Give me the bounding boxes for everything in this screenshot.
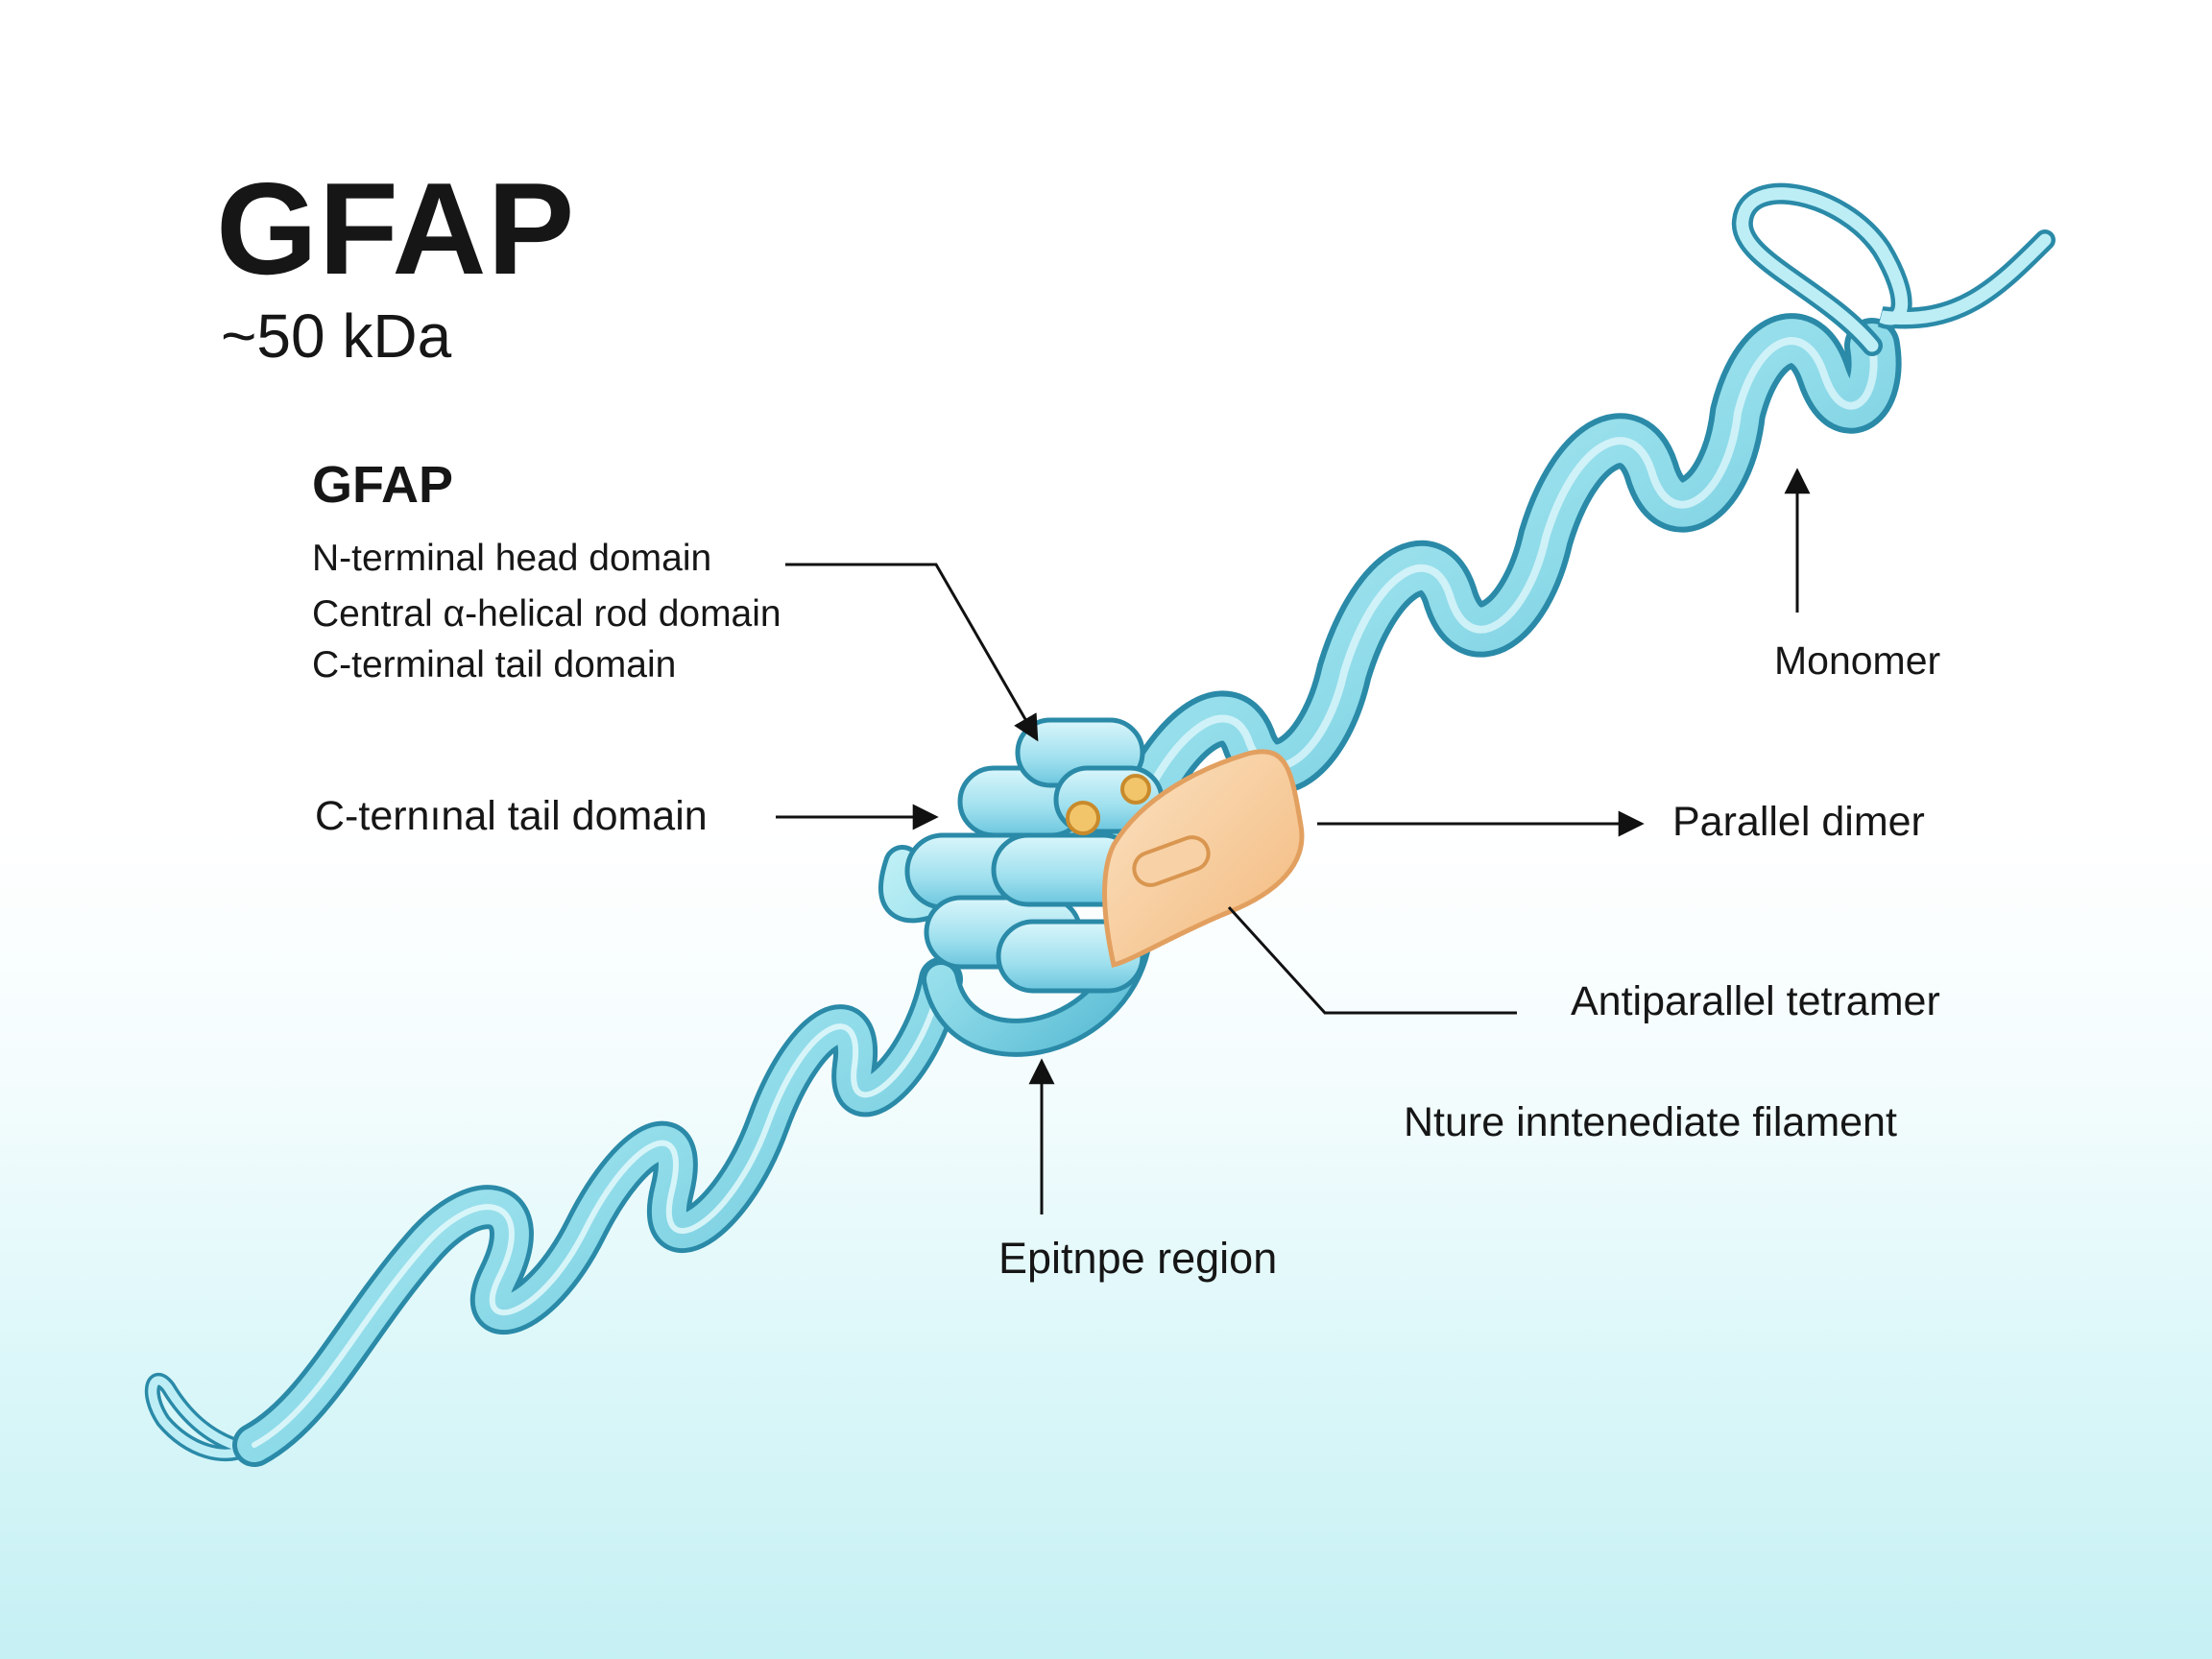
callout-mature-filament: Nture inntenediate filament — [1404, 1099, 1897, 1145]
callout-lines — [776, 468, 1811, 1214]
head-domain-leader — [785, 563, 1039, 742]
callout-tail-domain: C-ternınal tail domain — [315, 793, 708, 839]
lower-helix-ribbon — [232, 957, 963, 1467]
molecular-mass: ~50 kDa — [221, 301, 452, 371]
callout-antiparallel-tetramer: Antiparallel tetramer — [1571, 978, 1940, 1024]
legend-item-tail: C-terminal tail domain — [312, 644, 677, 685]
epitope-block — [1102, 749, 1305, 969]
legend-item-head: N-terminal head domain — [312, 538, 712, 579]
head-domain-cluster — [904, 717, 1165, 994]
epitope-markers — [1066, 774, 1151, 835]
legend-item-rod: Central α-helical rod domain — [312, 593, 781, 635]
callout-epitope-region: Epitnpe region — [998, 1234, 1278, 1283]
tetramer-leader — [1227, 905, 1517, 1015]
page-title: GFAP — [216, 156, 576, 301]
callout-monomer: Monomer — [1774, 638, 1941, 683]
legend-title: GFAP — [312, 456, 454, 514]
callout-parallel-dimer: Parallel dimer — [1672, 799, 1925, 845]
